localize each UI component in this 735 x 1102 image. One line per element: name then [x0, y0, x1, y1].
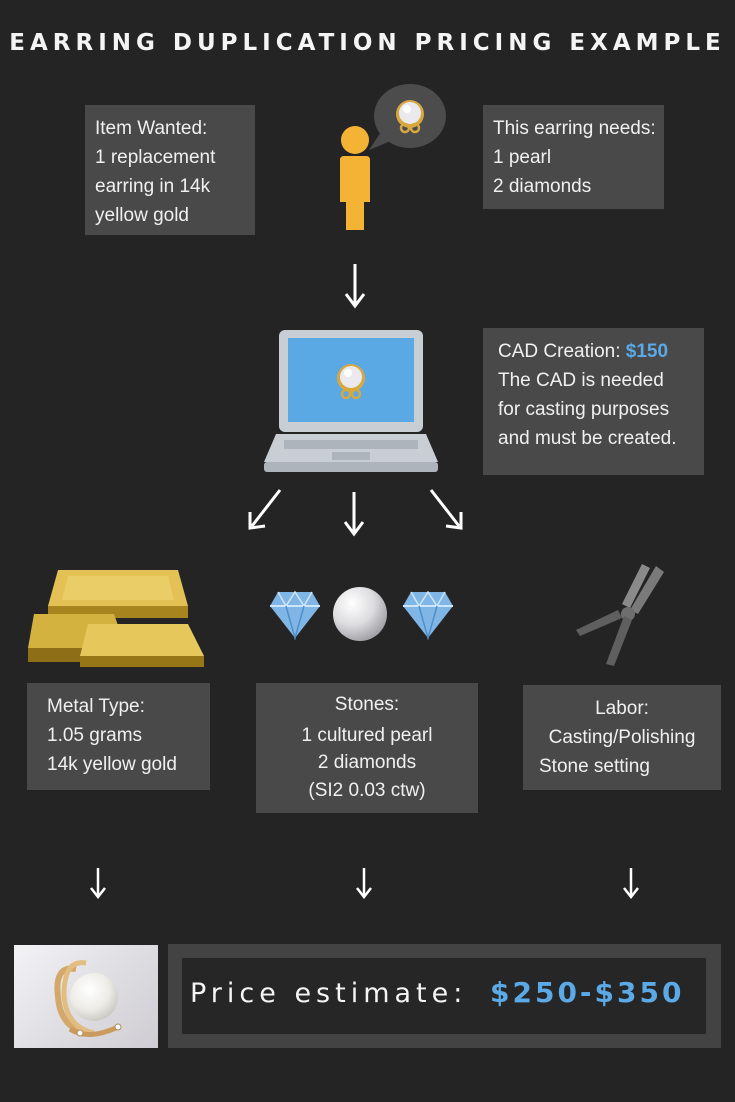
arrow-down-right-icon: [429, 489, 463, 530]
arrow-down-icon: [343, 492, 365, 537]
labor-line: Stone setting: [539, 756, 650, 777]
laptop-icon: [264, 330, 438, 472]
item-wanted-heading: Item Wanted:: [95, 118, 208, 139]
labor-box: Labor: Casting/Polishing Stone setting: [523, 685, 721, 790]
gold-bars-icon: [28, 570, 204, 667]
metal-type-box: Metal Type: 1.05 grams 14k yellow gold: [27, 683, 210, 790]
needs-line: 1 pearl: [493, 147, 552, 168]
stones-line: (SI2 0.03 ctw): [308, 780, 426, 801]
arrow-down-icon: [90, 868, 106, 900]
cad-label: CAD Creation:: [498, 341, 621, 362]
metal-line: 1.05 grams: [47, 725, 143, 746]
earring-photo: [14, 945, 158, 1048]
speech-bubble-icon: [369, 84, 446, 150]
pliers-icon: [576, 564, 664, 666]
price-estimate-value: $250-$350: [490, 976, 685, 1009]
price-estimate-label: Price estimate:: [190, 978, 468, 1009]
diamond-icon: [270, 590, 320, 640]
pearl-icon: [333, 587, 387, 641]
page-title: EARRING DUPLICATION PRICING EXAMPLE: [9, 30, 726, 56]
arrow-down-icon: [344, 264, 366, 309]
cad-description-line: for casting purposes: [498, 399, 670, 420]
item-wanted-line: 1 replacement: [95, 147, 216, 168]
price-estimate-panel: [182, 958, 706, 1034]
cad-price: $150: [625, 341, 669, 362]
arrow-down-icon: [356, 868, 372, 900]
person-icon: [340, 126, 370, 230]
cad-description-line: and must be created.: [498, 428, 677, 449]
cad-description-line: The CAD is needed: [498, 370, 664, 391]
metal-line: 14k yellow gold: [47, 754, 177, 775]
arrow-down-left-icon: [248, 489, 282, 530]
stones-heading: Stones:: [334, 694, 400, 715]
diamond-icon: [403, 590, 453, 640]
metal-heading: Metal Type:: [47, 696, 145, 717]
labor-line: Casting/Polishing: [548, 727, 696, 748]
item-wanted-line: yellow gold: [95, 205, 189, 226]
needs-line: 2 diamonds: [493, 176, 592, 197]
item-wanted-box: Item Wanted: 1 replacement earring in 14…: [85, 105, 255, 235]
stones-box: Stones: 1 cultured pearl 2 diamonds (SI2…: [256, 683, 478, 813]
needs-heading: This earring needs:: [493, 118, 656, 139]
item-wanted-line: earring in 14k: [95, 176, 211, 197]
stones-line: 2 diamonds: [317, 752, 417, 773]
stones-line: 1 cultured pearl: [301, 725, 433, 746]
cad-creation-box: CAD Creation: $150 The CAD is needed for…: [483, 328, 704, 475]
labor-heading: Labor:: [595, 698, 649, 719]
earring-needs-box: This earring needs: 1 pearl 2 diamonds: [483, 105, 664, 209]
arrow-down-icon: [623, 868, 639, 900]
